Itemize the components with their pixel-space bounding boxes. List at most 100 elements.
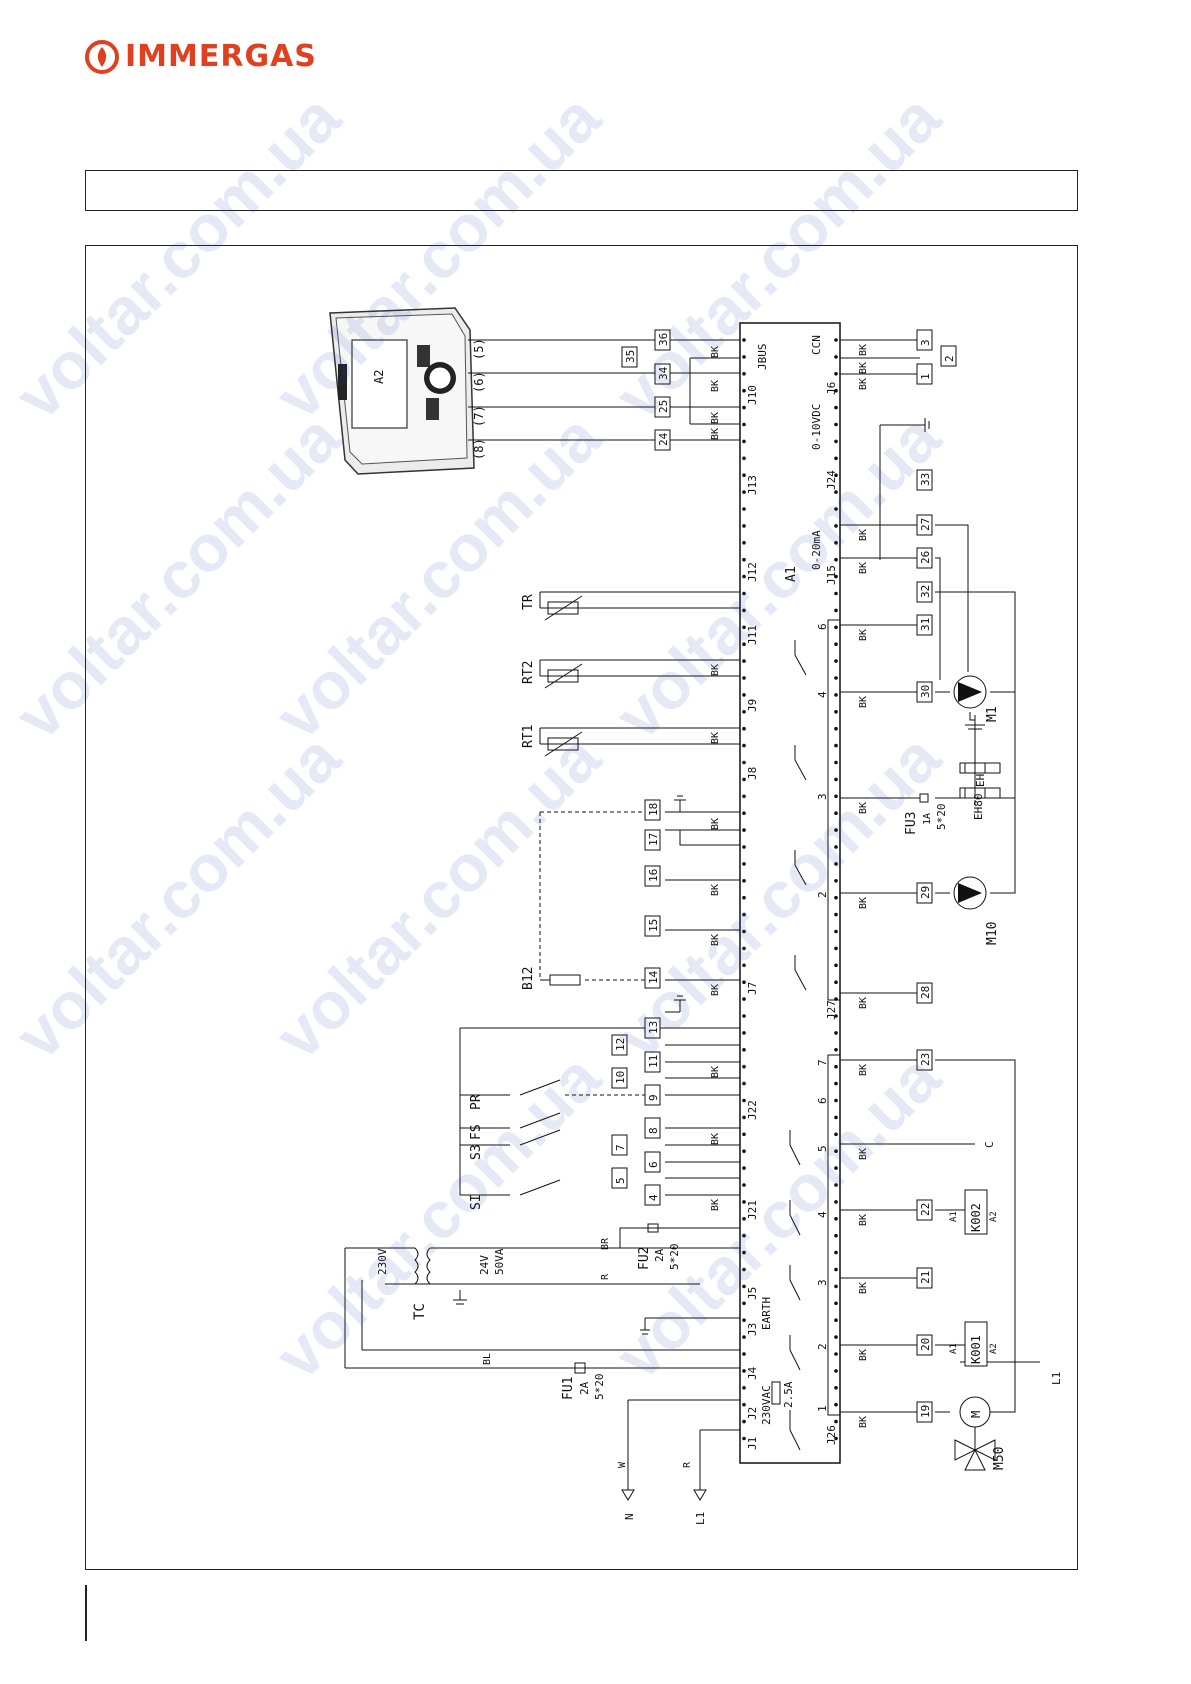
term-20: 20: [919, 1338, 932, 1351]
terminal-dot: [834, 743, 838, 748]
terminal-dot: [742, 811, 746, 815]
label-k001-a2: A2: [989, 1343, 999, 1354]
terminal-dot: [742, 524, 746, 528]
label-m50: M50: [992, 1447, 1007, 1470]
term-24: 24: [657, 432, 670, 446]
bk-14: BK: [710, 984, 721, 996]
bk-24: BK: [710, 428, 721, 440]
terminal-dot: [834, 862, 838, 866]
terminal-dot: [834, 726, 838, 731]
bk-8: BK: [710, 1133, 721, 1145]
label-k002: K002: [969, 1203, 983, 1232]
ccn-terminals: 3 2 1 36 35 34 25 24: [621, 329, 957, 451]
bk-r-3: BK: [858, 344, 869, 356]
terminal-dot: [834, 879, 838, 883]
terminal-dot: [834, 794, 838, 799]
terminal-dot: [834, 388, 838, 393]
terminal-dot: [834, 524, 838, 528]
label-k002-a2: A2: [989, 1211, 999, 1222]
connector-j2: J2: [746, 1407, 759, 1420]
terminal-dot: [834, 1402, 838, 1407]
label-motor-m: M: [969, 1411, 983, 1418]
terminal-dot: [742, 980, 746, 984]
switch-labels: PR S3 FS SI: [469, 1094, 484, 1210]
bk-r-2: BK: [858, 362, 869, 374]
bk-r-c: BK: [858, 1148, 869, 1160]
brand-name: IMMERGAS: [125, 39, 317, 74]
terminal-dot: [834, 1149, 838, 1153]
terminal-dot: [742, 862, 746, 866]
terminal-dot: [834, 1267, 838, 1272]
heaters: [919, 762, 1001, 803]
transformer-label: TC: [412, 1303, 428, 1320]
term-10: 10: [614, 1071, 627, 1084]
terminal-dot: [834, 591, 838, 596]
ccn-wiring: [840, 339, 930, 560]
terminal-dot: [742, 473, 746, 478]
terminal-dot: [834, 1436, 838, 1441]
term-7: 7: [614, 1144, 627, 1151]
terminal-dot: [834, 1233, 838, 1238]
power-labels: 230V 24V 50VA TC FU1 2A 5*20 FU2 2A 5*20…: [376, 1237, 707, 1525]
terminal-dot: [742, 946, 746, 951]
terminal-dot: [834, 557, 838, 562]
term-16: 16: [647, 869, 660, 882]
terminal-dot: [834, 760, 838, 765]
bk-r-30: BK: [858, 696, 869, 708]
terminal-dot: [742, 591, 746, 596]
terminal-dot: [834, 811, 838, 815]
term-33: 33: [919, 473, 932, 486]
term-12: 12: [614, 1038, 627, 1051]
term-18: 18: [647, 803, 660, 816]
terminal-dot: [834, 777, 838, 782]
term-17: 17: [647, 833, 660, 846]
bk-r-28: BK: [858, 997, 869, 1009]
terminal-dot: [742, 1014, 746, 1018]
signal-0-20-label: 0-20mA: [810, 530, 823, 570]
term-25: 25: [657, 400, 670, 413]
terminal-dot: [742, 642, 746, 646]
power-wiring: [344, 1223, 740, 1501]
connector-j9: J9: [746, 699, 759, 712]
term-8: 8: [647, 1127, 660, 1134]
bk-rt1: BK: [710, 732, 721, 744]
transformer-rating: 50VA: [493, 1248, 506, 1275]
terminal-dot: [834, 625, 838, 630]
terminal-dot: [742, 422, 746, 427]
relay-upper-pin-6: 6: [816, 623, 829, 630]
terminal-dot: [834, 473, 838, 478]
terminal-dot: [834, 338, 838, 342]
terminal-dot: [742, 557, 746, 562]
supply-l1: L1: [694, 1512, 707, 1525]
terminal-dot: [742, 1250, 746, 1255]
terminal-dot: [834, 946, 838, 951]
terminal-dot: [834, 507, 838, 511]
terminal-dot: [742, 1335, 746, 1339]
terminal-dot: [834, 659, 838, 663]
terminal-dot: [834, 1200, 838, 1204]
connector-j22: J22: [746, 1100, 759, 1120]
term-26: 26: [919, 551, 932, 564]
terminal-dot: [742, 1115, 746, 1120]
terminal-dot: [742, 372, 746, 376]
term-23: 23: [919, 1053, 932, 1066]
terminal-dot: [834, 1014, 838, 1018]
contactors: [964, 1189, 988, 1367]
terminal-dot: [742, 1132, 746, 1137]
terminal-dot: [834, 693, 838, 697]
terminal-dot: [834, 828, 838, 832]
controller-ports: (5) (6) (7) (8): [472, 338, 486, 460]
terminal-dot: [742, 710, 746, 714]
label-m1: M1: [985, 706, 1000, 722]
bk-rt2: BK: [710, 664, 721, 676]
bk-r-fu3: BK: [858, 802, 869, 814]
diagram-frame: [85, 245, 1078, 1570]
bk-r-27: BK: [858, 529, 869, 541]
relay-contacts: [789, 640, 807, 1451]
label-out-c: C: [983, 1141, 996, 1148]
terminal-dot: [834, 574, 838, 579]
switch-s3: S3: [469, 1144, 484, 1160]
connector-j26: J26: [825, 1425, 838, 1445]
bk-r-31: BK: [858, 629, 869, 641]
